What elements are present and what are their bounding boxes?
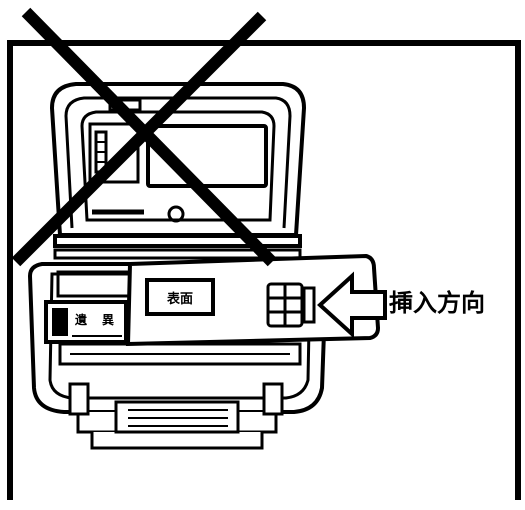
prohibited-cross-icon <box>11 7 277 267</box>
base-clasps <box>68 382 284 416</box>
device-label-1: 遺 <box>74 312 88 327</box>
card-label: 表面 <box>166 291 193 307</box>
lid-screen <box>88 122 268 188</box>
device-label-panel: 遺 異 <box>44 300 128 344</box>
insert-direction-label: 挿入方向 <box>389 289 485 317</box>
insert-direction-arrow-icon <box>317 271 387 339</box>
card-chip-icon <box>266 282 316 328</box>
device-label-2: 異 <box>102 313 114 327</box>
lid-details <box>92 205 185 223</box>
device-hinge <box>53 234 302 260</box>
diagram-frame <box>7 40 521 500</box>
